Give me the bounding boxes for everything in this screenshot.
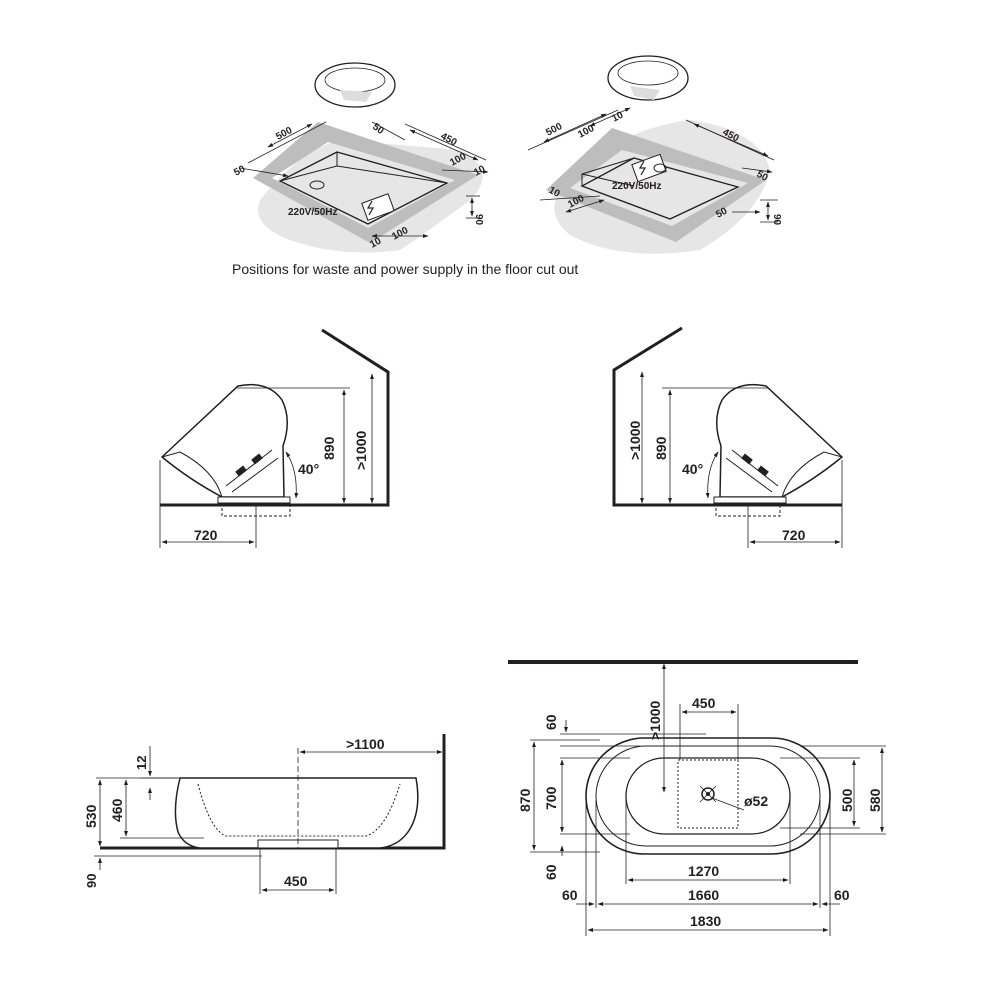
waste-outlet [309,180,325,190]
angle-40: 40° [298,461,319,477]
wall [612,326,842,507]
dim-10: 10 [610,110,625,125]
cutout-view-left: 500 50 50 450 100 10 90 10 100 220V/50Hz [232,62,489,253]
tilt-view-left: 890 >1000 40° 720 [159,328,390,548]
dim-60-bottom: 60 [543,864,559,880]
bath-profile [174,777,419,849]
power-symbol-icon [366,200,375,216]
dim-50-left: 50 [232,164,247,179]
dim-90: 90 [473,214,484,226]
tilt-view-right: >1000 890 40° 720 [612,326,844,548]
dim-10: 10 [472,164,487,179]
dim-1660: 1660 [688,887,719,903]
dim-diameter-52: ø52 [744,793,768,809]
dim-890: 890 [321,436,337,460]
waste-outlet [653,163,667,173]
dim-12: 12 [134,756,149,770]
power-label: 220V/50Hz [612,181,661,192]
dim-700: 700 [543,786,559,810]
dim-1000: >1000 [353,430,369,470]
power-label: 220V/50Hz [288,207,337,218]
dim-50-right: 50 [755,169,770,184]
dim-1830: 1830 [690,913,721,929]
dim-450: 450 [439,131,459,149]
dim-60-left: 60 [562,887,578,903]
angle-40: 40° [682,461,703,477]
dim-1270: 1270 [688,863,719,879]
tilted-bath [716,383,844,498]
bath-rim [595,745,821,847]
dim-1100: >1100 [346,736,385,752]
dim-530: 530 [83,804,99,828]
dim-50-top: 50 [370,121,386,137]
dim-720: 720 [194,527,218,543]
dim-1000: >1000 [647,700,663,740]
cutout-band [546,128,766,242]
dim-450: 450 [692,695,716,711]
power-symbol-icon [638,160,647,176]
dim-100: 100 [576,123,596,141]
dim-720: 720 [782,527,806,543]
dim-10-bottom: 10 [368,236,383,251]
dim-90: 90 [84,874,99,888]
dim-870: 870 [517,788,533,812]
cutout-band [253,122,478,243]
power-box [631,153,667,183]
caption: Positions for waste and power supply in … [232,261,578,277]
dim-890: 890 [653,436,669,460]
dim-580: 580 [867,788,883,812]
dim-10-left: 10 [547,185,562,200]
dim-1000: >1000 [627,420,643,460]
cutout-view-right: 500 100 10 450 50 10 100 50 90 220V/50Hz [527,55,782,254]
dim-50-bottom: 50 [714,206,729,221]
wall [160,328,390,507]
dim-450: 450 [284,873,308,889]
waste-cutout [677,759,739,829]
side-elevation: >1100 12 530 460 90 450 [83,734,446,894]
bath-basin [625,757,791,835]
dim-500: 500 [839,788,855,812]
dim-60-top: 60 [543,714,559,730]
dim-460: 460 [109,798,125,822]
dim-500: 500 [544,121,564,139]
dim-90: 90 [771,214,782,226]
plan-view: >1000 450 60 870 700 60 500 580 ø52 1270… [508,660,886,936]
tilted-bath [160,383,288,498]
dim-60-right: 60 [834,887,850,903]
